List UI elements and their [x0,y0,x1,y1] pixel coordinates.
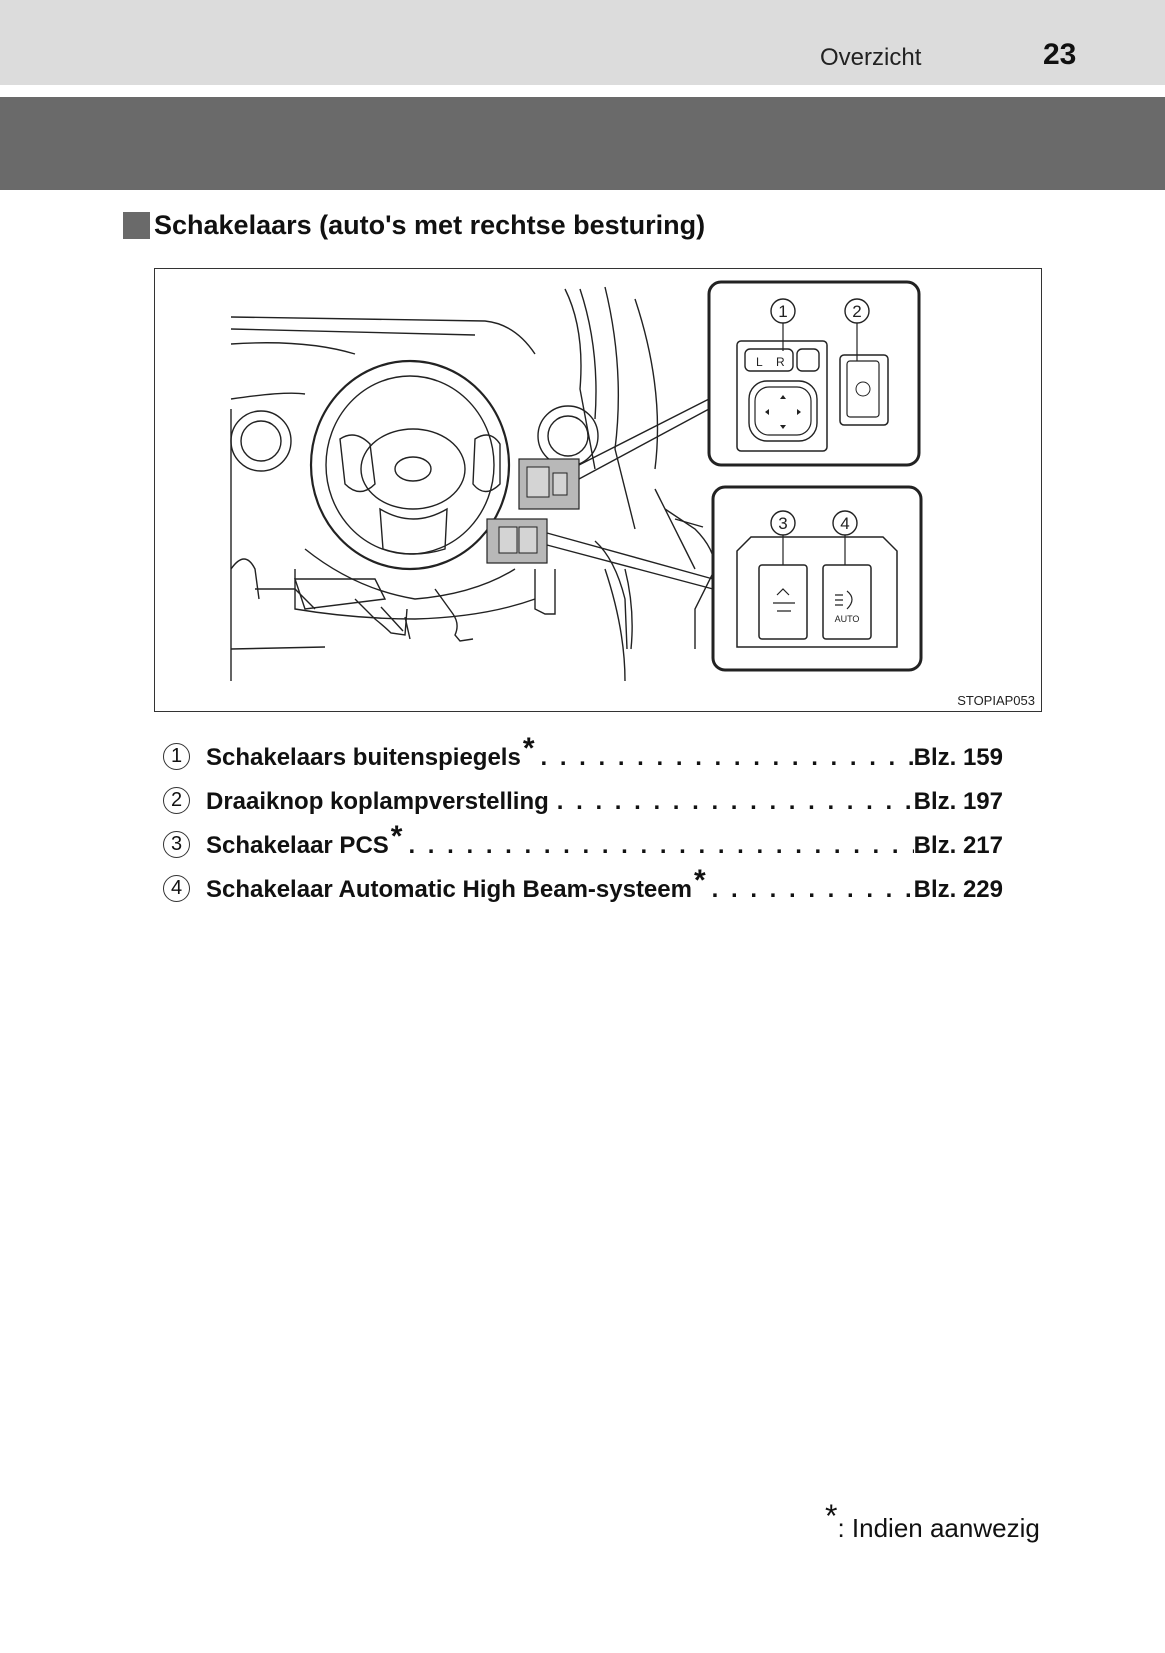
heading-square-icon [123,212,150,239]
dashboard-drawing: L R 1 2 AUTO 3 4 [230,280,923,682]
dashboard-illustration: L R 1 2 AUTO 3 4 [154,268,1042,712]
callout-2: 2 [852,302,861,321]
figure-code: STOPIAP053 [957,693,1035,708]
header-bar [0,0,1165,85]
item-label: Schakelaars buitenspiegels [206,744,521,771]
page-reference: Blz. 229 [913,876,1003,903]
item-label: Draaiknop koplampverstelling [206,788,549,815]
page-reference: Blz. 217 [913,832,1003,859]
asterisk: * [390,820,403,853]
item-label: Schakelaar PCS [206,832,389,859]
list-item: 3 Schakelaar PCS * . . . . . . . . . . .… [163,820,1003,868]
callout-3: 3 [778,514,787,533]
page-heading: Schakelaars (auto's met rechtse besturin… [123,210,705,241]
leader-dots: . . . . . . . . . . . . . . . . . . . . … [711,876,914,903]
footnote: *: Indien aanwezig [825,1498,1040,1545]
leader-dots: . . . . . . . . . . . . . . . . . . . . … [540,744,914,771]
page-number: 23 [1043,38,1077,71]
item-number: 3 [163,830,190,858]
asterisk: * [693,864,706,897]
callout-1: 1 [778,302,787,321]
list-item: 1 Schakelaars buitenspiegels * . . . . .… [163,732,1003,780]
leader-dots: . . . . . . . . . . . . . . . . . . . . … [556,788,914,815]
page-reference: Blz. 159 [913,744,1003,771]
asterisk: * [522,732,535,765]
page-reference: Blz. 197 [913,788,1003,815]
footnote-asterisk: * [825,1498,838,1534]
footnote-text: : Indien aanwezig [837,1513,1040,1543]
section-title: Overzicht [820,44,922,71]
item-label: Schakelaar Automatic High Beam-systeem [206,876,692,903]
list-item: 2 Draaiknop koplampverstelling . . . . .… [163,780,1003,824]
item-number: 1 [163,742,190,770]
switch-list: 1 Schakelaars buitenspiegels * . . . . .… [163,732,1003,912]
chapter-band [0,97,1165,190]
ahb-auto-text: AUTO [835,614,860,624]
callout-4: 4 [840,514,849,533]
list-item: 4 Schakelaar Automatic High Beam-systeem… [163,864,1003,912]
leader-dots: . . . . . . . . . . . . . . . . . . . . … [408,832,913,859]
item-number: 2 [163,786,190,814]
mirror-letter-r: R [776,355,785,369]
heading-text: Schakelaars (auto's met rechtse besturin… [154,210,706,240]
item-number: 4 [163,874,190,902]
mirror-letter-l: L [756,355,763,369]
header-divider [0,85,1165,87]
